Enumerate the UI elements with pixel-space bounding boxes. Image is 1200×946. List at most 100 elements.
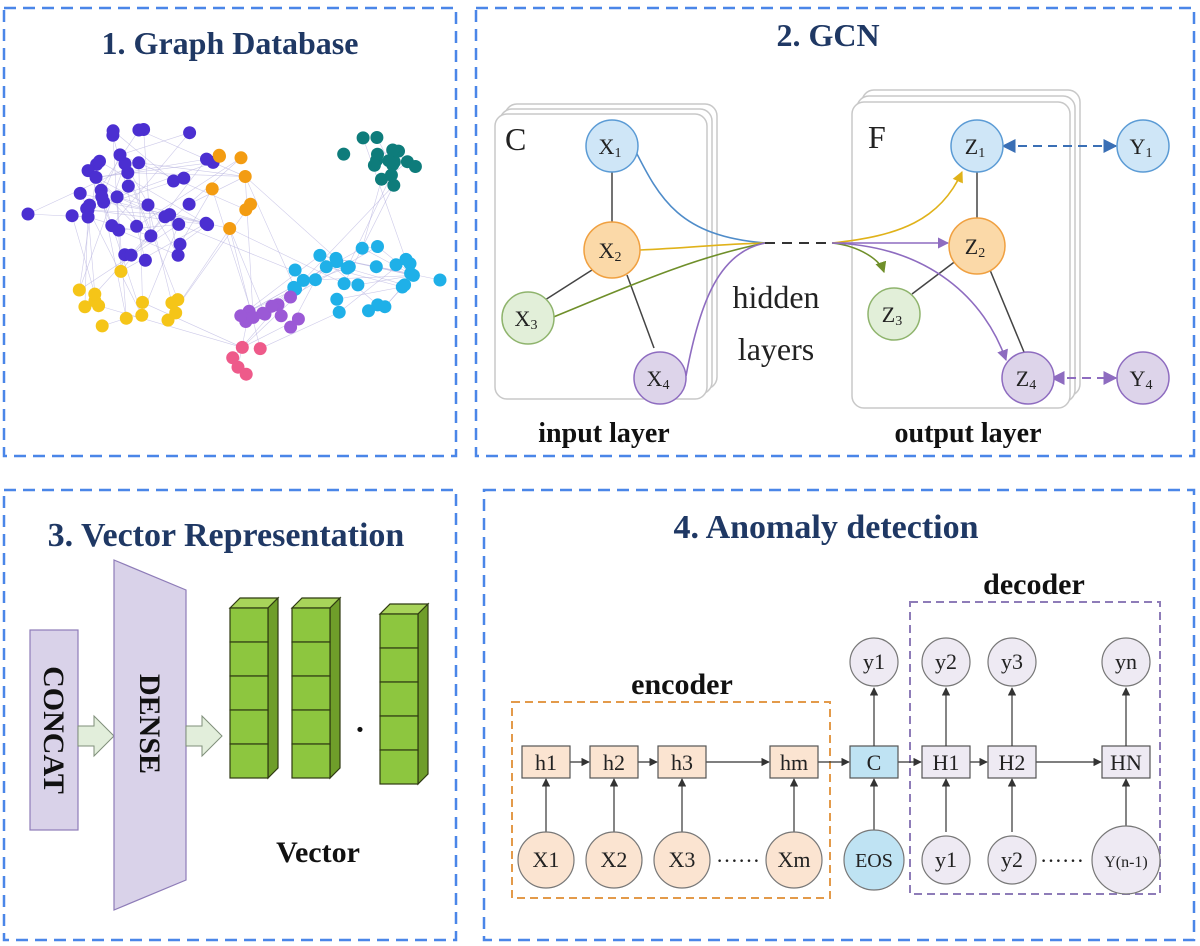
- network-node: [171, 248, 185, 262]
- svg-text:X4: X4: [647, 366, 670, 393]
- network-edge: [99, 161, 208, 225]
- node-z4: Z4: [1001, 351, 1055, 405]
- network-edge: [138, 162, 246, 177]
- decoder-input-2-label: y2: [1001, 847, 1023, 872]
- svg-text:Z2: Z2: [965, 234, 985, 261]
- decoder-box: [909, 601, 1161, 895]
- network-node: [95, 190, 109, 204]
- network-edge: [78, 177, 97, 291]
- eos-token: EOS: [843, 829, 905, 891]
- network-node: [130, 219, 144, 233]
- encoder-hidden-3-label: h3: [671, 750, 693, 775]
- network-node: [161, 313, 175, 327]
- vector-cell: [291, 607, 331, 643]
- decoder-output-4: yn: [1101, 637, 1151, 687]
- node-z3: Z3: [867, 287, 921, 341]
- network-node: [399, 252, 413, 266]
- vector-column: [378, 602, 430, 786]
- node-x2: X2: [583, 221, 641, 279]
- network-node: [351, 278, 365, 292]
- network-node: [135, 308, 149, 322]
- network-node: [83, 198, 96, 212]
- panel-anomaly-detection: 4. Anomaly detection encoder decoder h1X…: [482, 488, 1196, 942]
- network-node: [319, 260, 333, 274]
- network-node: [337, 147, 351, 161]
- network-node: [132, 156, 146, 170]
- node-x1: X1: [585, 119, 639, 173]
- network-node: [165, 296, 179, 310]
- network-edge: [142, 302, 243, 348]
- network-node: [313, 248, 327, 262]
- vector-cell: [229, 607, 269, 643]
- network-node: [371, 147, 384, 161]
- network-graph: [21, 123, 447, 381]
- dense-label: DENSE: [133, 674, 166, 774]
- concat-label: CONCAT: [37, 666, 70, 794]
- network-node: [106, 124, 120, 138]
- vector-cell: [291, 743, 331, 779]
- vector-cell: [379, 715, 419, 751]
- flow-x2-hidden: [639, 242, 766, 251]
- network-node: [274, 309, 288, 323]
- arrow-dense-vector: [185, 714, 223, 758]
- network-edge: [112, 130, 174, 182]
- input-layer-label: input layer: [538, 418, 669, 449]
- network-edge: [118, 229, 179, 256]
- network-edge: [147, 204, 173, 303]
- flow-hidden-z3: [831, 242, 887, 274]
- network-node: [234, 309, 248, 323]
- flow-hidden-z4: [831, 242, 1008, 362]
- network-node: [72, 283, 86, 297]
- network-edge: [98, 305, 243, 348]
- network-node: [235, 340, 249, 354]
- decoder-hidden-1-label: H1: [933, 750, 960, 775]
- panel-2-title: 2. GCN: [776, 17, 879, 53]
- panel-4-border: [482, 488, 1196, 942]
- decoder-output-3-label: y3: [1001, 649, 1023, 674]
- network-node: [387, 178, 401, 192]
- svg-text:X1: X1: [599, 134, 622, 161]
- panel-graph-database: 1. Graph Database: [2, 6, 458, 458]
- network-edge: [211, 188, 254, 318]
- panel-3-border: [2, 488, 458, 942]
- encoder-hidden-4-label: hm: [780, 750, 808, 775]
- decoder-hidden-3: HN: [1101, 745, 1151, 779]
- decoder-output-2: y2: [921, 637, 971, 687]
- network-node: [291, 312, 305, 326]
- eos-token-label: EOS: [855, 850, 893, 872]
- network-node: [362, 304, 375, 318]
- encoder-ellipsis: ……: [716, 842, 760, 867]
- network-node: [389, 258, 403, 272]
- vector-cell: [379, 681, 419, 717]
- vector-cell: [229, 641, 269, 677]
- vector-cell: [291, 641, 331, 677]
- vector-column: [228, 596, 280, 780]
- network-node: [201, 218, 215, 232]
- network-node: [89, 170, 103, 184]
- input-stack-label: C: [505, 121, 526, 157]
- vector-cell: [379, 613, 419, 649]
- arrow-concat-dense: [77, 714, 115, 758]
- encoder-hidden-2-label: h2: [603, 750, 625, 775]
- network-edge: [27, 213, 89, 218]
- network-edge: [87, 209, 208, 225]
- network-edge: [101, 196, 127, 319]
- edge-z2-z4: [989, 269, 1025, 353]
- network-edge: [260, 311, 340, 349]
- network-node: [93, 154, 106, 168]
- vector-cell: [291, 709, 331, 745]
- node-y4: Y4: [1116, 351, 1170, 405]
- network-edge: [347, 267, 405, 286]
- encoder-hidden-3: h3: [657, 745, 707, 779]
- edge-x2-x3: [544, 269, 593, 301]
- network-node: [342, 260, 356, 274]
- network-node: [124, 248, 138, 262]
- network-node: [113, 148, 127, 162]
- network-node: [332, 305, 346, 319]
- network-node: [330, 292, 344, 306]
- encoder-hidden-4: hm: [769, 745, 819, 779]
- vector-side-face: [417, 602, 429, 786]
- network-node: [408, 160, 422, 173]
- encoder-hidden-1: h1: [521, 745, 571, 779]
- decoder-hidden-2: H2: [987, 745, 1037, 779]
